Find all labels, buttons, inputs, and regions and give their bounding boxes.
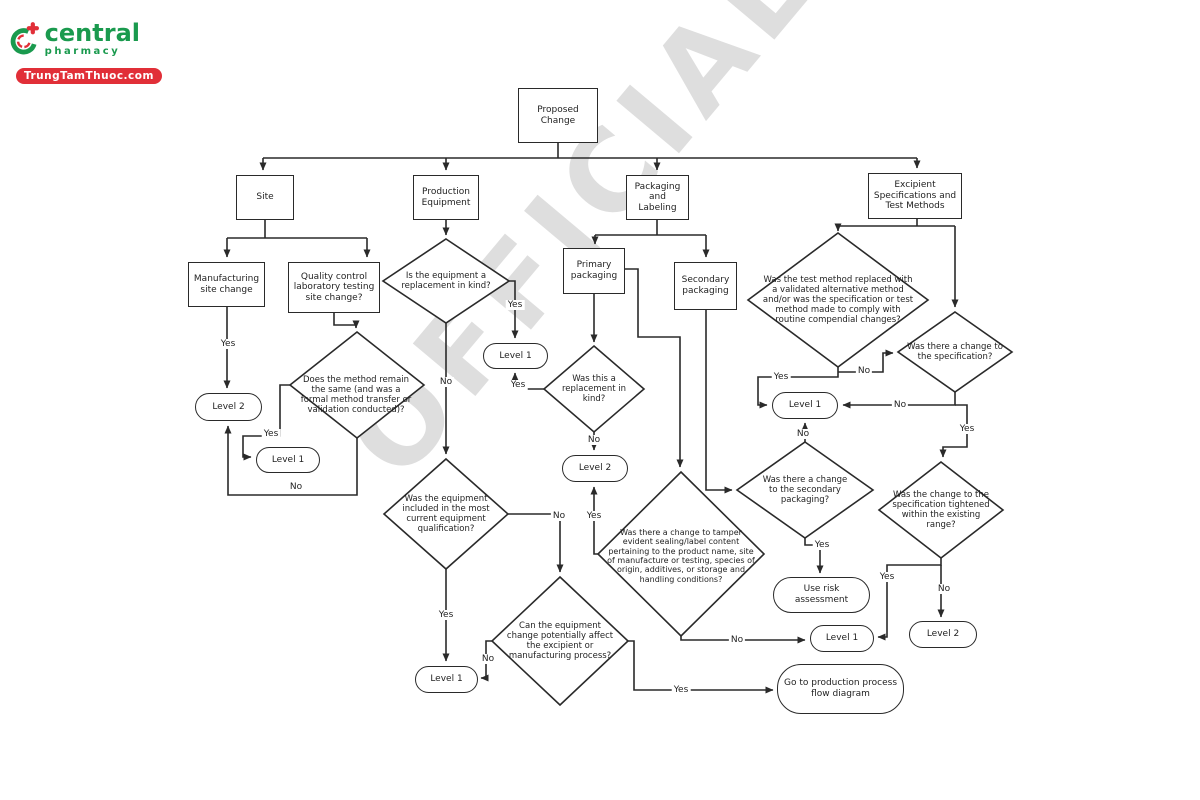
edge-label-no: No: [855, 366, 873, 376]
logo-badge: TrungTamThuoc.com: [16, 68, 162, 84]
edge-label-yes: Yes: [812, 540, 832, 550]
edge-label-no: No: [437, 377, 455, 387]
central-pharmacy-logo-icon: [10, 22, 39, 55]
edge-label-no: No: [891, 400, 909, 410]
terminal-level1-equipment: Level 1: [415, 666, 478, 693]
question-secondary-change: Was there a change to the secondary pack…: [762, 474, 848, 505]
diamond-equipment-affect: [490, 575, 630, 707]
node-excipient-specs: Excipient Specifications and Test Method…: [868, 173, 962, 219]
edge-method-yes: [242, 384, 290, 461]
edge-label-yes: Yes: [505, 300, 525, 310]
node-proposed-change: Proposed Change: [518, 88, 598, 143]
edge-trunk: [263, 143, 917, 159]
terminal-level2-site: Level 2: [195, 393, 262, 421]
terminal-level1-site: Level 1: [256, 447, 320, 473]
edge-pack-split: [595, 220, 706, 236]
question-equipment-replacement: Is the equipment a replacement in kind?: [401, 270, 491, 291]
diamond-method-same: [288, 330, 426, 440]
edge-label-no: No: [794, 429, 812, 439]
edge-tightened-yes: [877, 558, 942, 641]
edge-qual-no: [508, 513, 564, 573]
terminal-level1-production: Level 1: [483, 343, 548, 369]
edge-tamper-yes: [590, 486, 598, 555]
node-qc-lab: Quality control laboratory testing site …: [288, 262, 380, 313]
question-tamper-evident: Was there a change to tamper evident sea…: [607, 527, 755, 584]
terminal-level2-excipient: Level 2: [909, 621, 977, 648]
diamond-pack-replacement: [542, 344, 646, 434]
logo-subtitle-text: pharmacy: [44, 46, 121, 57]
question-spec-tightened: Was the change to the specification tigh…: [892, 489, 990, 531]
edge-equiprepl-yes: [509, 280, 519, 339]
edge-label-yes: Yes: [218, 339, 238, 349]
edge-affect-yes: [628, 640, 774, 694]
node-packaging-labeling: Packaging and Labeling: [626, 175, 689, 220]
diamond-tamper-evident: [596, 470, 766, 638]
edge-label-no: No: [479, 654, 497, 664]
edge-label-yes: Yes: [671, 685, 691, 695]
edge-primary-to-tamper: [625, 268, 684, 468]
diamond-test-method: [746, 232, 930, 368]
edge-tamper-no: [680, 636, 806, 644]
node-secondary-packaging: Secondary packaging: [674, 262, 737, 310]
terminal-level2-packaging: Level 2: [562, 455, 628, 482]
terminal-goto-production-flow: Go to production process flow diagram: [777, 664, 904, 714]
edge-secondaryq-yes: [804, 538, 824, 574]
question-pack-replacement: Was this a replacement in kind?: [561, 373, 627, 404]
edge-label-no: No: [550, 511, 568, 521]
node-manufacturing-site: Manufacturing site change: [188, 262, 265, 307]
node-production-equipment: Production Equipment: [413, 175, 479, 220]
edge-label-no: No: [728, 635, 746, 645]
edge-label-yes: Yes: [261, 429, 281, 439]
edge-secondary-down: [705, 310, 733, 494]
edge-label-no: No: [935, 584, 953, 594]
edge-label-no: No: [287, 482, 305, 492]
diamond-equipment-replacement: [381, 238, 511, 324]
central-pharmacy-logo: central pharmacy TrungTamThuoc.com: [10, 14, 162, 84]
diamond-spec-change: [896, 311, 1014, 393]
question-equipment-qualification: Was the equipment included in the most c…: [402, 493, 490, 535]
edge-qclab-down: [333, 313, 360, 329]
node-primary-packaging: Primary packaging: [563, 248, 625, 294]
edge-label-yes: Yes: [584, 511, 604, 521]
edge-spec-yes: [939, 404, 968, 458]
edge-label-no: No: [585, 435, 603, 445]
logo-brand-text: central: [44, 19, 140, 47]
edge-label-yes: Yes: [508, 380, 528, 390]
diamond-spec-tightened: [877, 460, 1005, 560]
diamond-secondary-change: [735, 441, 875, 539]
edge-excip-split: [838, 219, 955, 227]
question-equipment-affect: Can the equipment change potentially aff…: [506, 620, 614, 662]
edge-label-yes: Yes: [877, 572, 897, 582]
terminal-level1-excipient: Level 1: [772, 392, 838, 419]
edge-site-split: [227, 220, 367, 239]
edge-method-no: [224, 425, 358, 496]
edge-test-yes: [757, 367, 839, 409]
edge-label-yes: Yes: [771, 372, 791, 382]
diamond-equipment-qualification: [382, 457, 510, 571]
question-spec-change: Was there a change to the specification?: [907, 341, 1003, 362]
question-method-same: Does the method remain the same (and was…: [300, 374, 412, 416]
question-test-method: Was the test method replaced with a vali…: [762, 274, 914, 326]
edge-label-yes: Yes: [957, 424, 977, 434]
terminal-use-risk-assessment: Use risk assessment: [773, 577, 870, 613]
node-site: Site: [236, 175, 294, 220]
edge-label-yes: Yes: [436, 610, 456, 620]
terminal-level1-packaging: Level 1: [810, 625, 874, 652]
